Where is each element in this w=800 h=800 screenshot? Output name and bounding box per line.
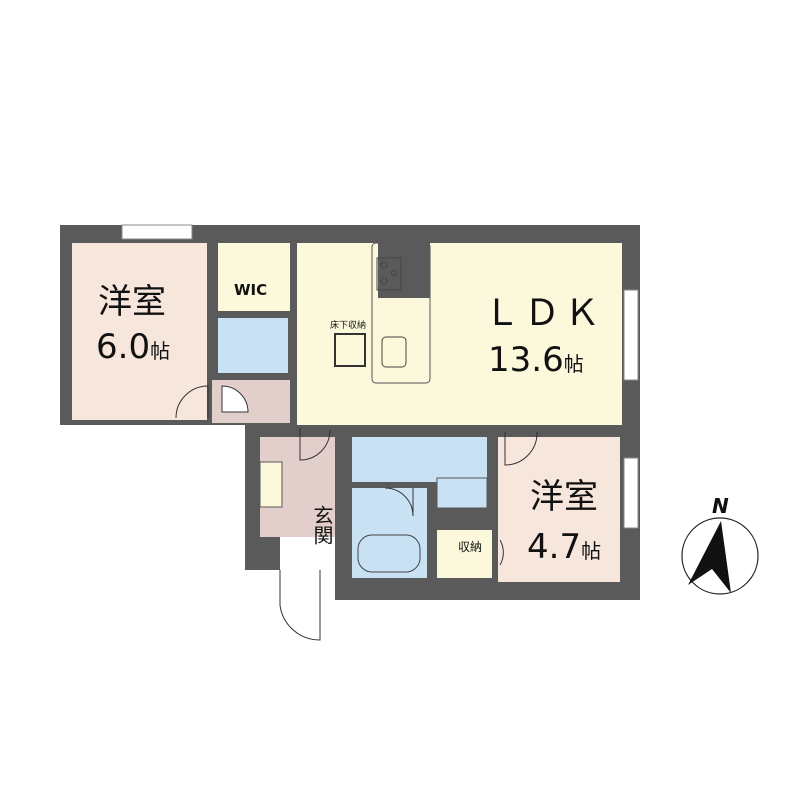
western-room-1-name: 洋室	[98, 282, 166, 322]
bathtub	[357, 534, 421, 573]
washroom	[352, 437, 487, 482]
shoe-closet	[259, 461, 283, 508]
size-value: 4.7	[527, 527, 582, 567]
western-room-1-size: 6.0帖	[96, 330, 170, 364]
compass-north-label: N	[712, 494, 729, 518]
storage-room	[437, 530, 492, 578]
size-unit: 帖	[563, 352, 584, 376]
entrance-label: 玄関	[310, 505, 334, 545]
storage-label: 収納	[458, 540, 483, 554]
size-value: 6.0	[96, 327, 151, 367]
stove	[376, 257, 402, 291]
underfloor-storage-label: 床下収納	[330, 321, 367, 331]
western-room-2-name: 洋室	[530, 477, 598, 517]
compass-icon	[681, 517, 759, 595]
sink	[381, 336, 407, 368]
western-room-1	[72, 243, 207, 420]
window	[121, 224, 193, 240]
toilet-room	[218, 318, 288, 373]
window	[623, 457, 639, 529]
wic-label: WIC	[234, 281, 268, 299]
bathroom	[352, 488, 427, 578]
western-room-2-size: 4.7帖	[527, 530, 601, 564]
western-room-2	[498, 437, 620, 582]
wic-room	[218, 243, 290, 311]
size-unit: 帖	[150, 339, 171, 363]
window	[623, 289, 639, 381]
washbasin	[436, 477, 488, 509]
underfloor-hatch	[334, 333, 366, 367]
ldk-size: 13.6帖	[488, 343, 584, 377]
size-value: 13.6	[488, 340, 564, 380]
size-unit: 帖	[581, 539, 602, 563]
ldk-name: ＬＤＫ	[484, 293, 605, 334]
